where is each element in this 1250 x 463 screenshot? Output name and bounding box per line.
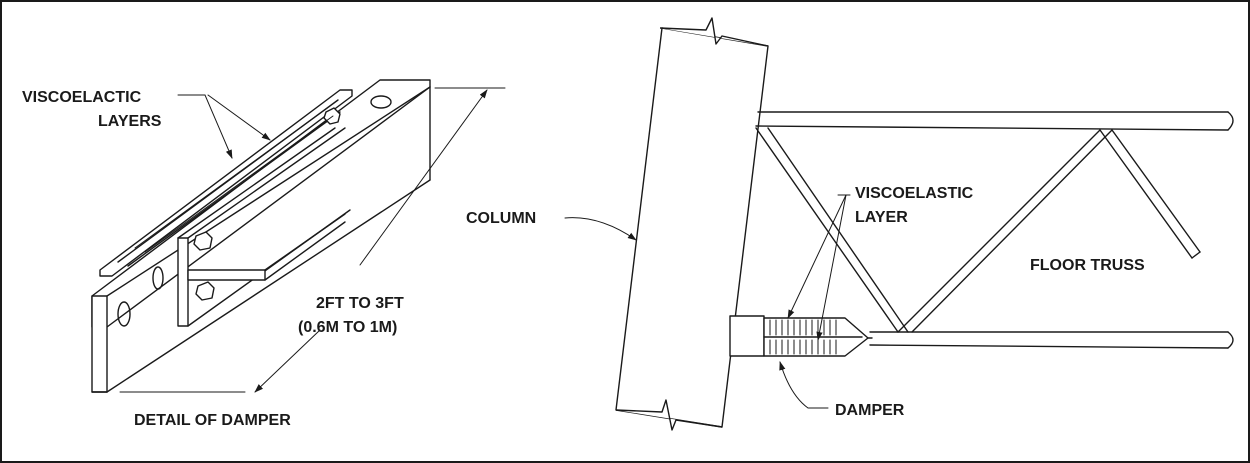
damper-detail-drawing xyxy=(91,79,506,393)
label-column: COLUMN xyxy=(466,210,536,227)
damper-plate xyxy=(729,315,765,357)
t-stem xyxy=(177,237,189,327)
label-viscoelastic: VISCOELASTIC xyxy=(855,185,974,202)
t-flange xyxy=(187,269,266,281)
viscoelastic-layer-hatch xyxy=(769,319,837,355)
bolt-hole xyxy=(117,301,131,327)
bolt-head xyxy=(195,281,215,301)
label-length-metric: (0.6M TO 1M) xyxy=(298,319,397,336)
label-layer: LAYER xyxy=(855,209,908,226)
column-break-bottom xyxy=(615,399,723,431)
column xyxy=(615,27,769,428)
label-length: 2FT TO 3FT xyxy=(316,295,404,312)
label-layers: LAYERS xyxy=(98,113,162,130)
label-floor-truss: FLOOR TRUSS xyxy=(1030,257,1145,274)
front-plate-end xyxy=(91,295,108,393)
label-damper: DAMPER xyxy=(835,402,905,419)
bolt-hole xyxy=(152,266,164,290)
column-break-top xyxy=(659,17,769,47)
bolt-hole xyxy=(370,95,392,109)
bolt-head xyxy=(193,231,213,251)
label-detail-of-damper: DETAIL OF DAMPER xyxy=(134,412,291,429)
column-truss-drawing xyxy=(564,17,1234,431)
label-viscoelastic-layers: VISCOELACTIC xyxy=(22,89,142,106)
